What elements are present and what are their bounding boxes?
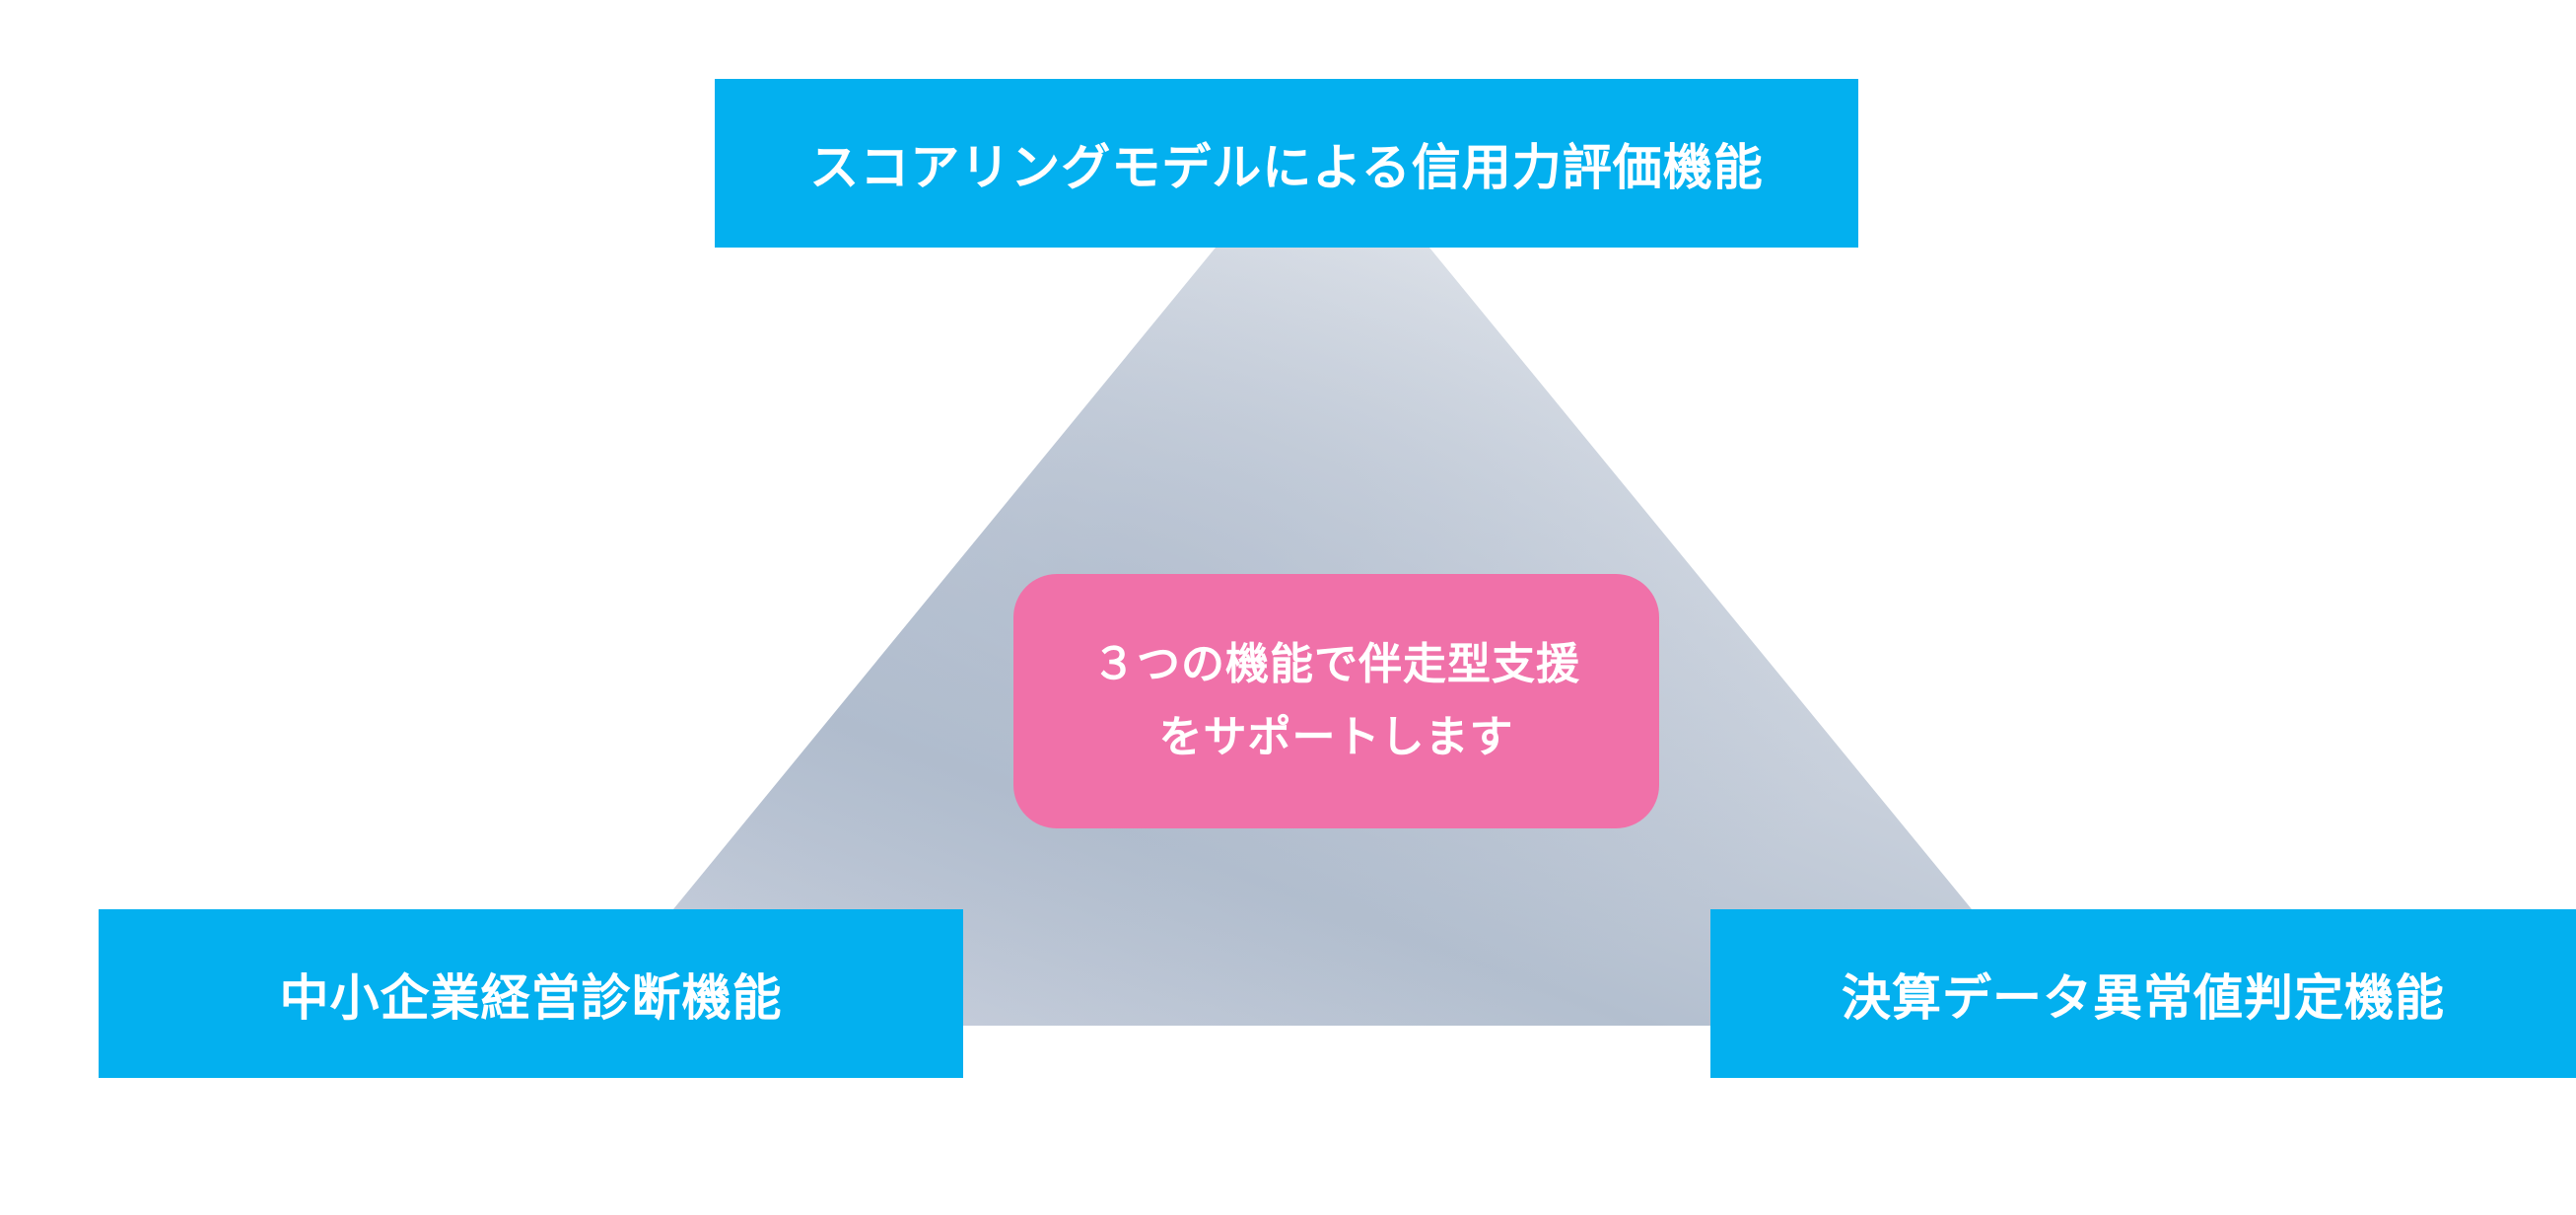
center-summary-line-1: ３つの機能で伴走型支援 (1092, 639, 1580, 689)
credit-scoring-feature-label: スコアリングモデルによる信用力評価機能 (809, 138, 1764, 196)
center-summary-line-2: をサポートします (1158, 712, 1514, 762)
business-diagnosis-feature-box: 中小企業経営診断機能 (99, 909, 963, 1078)
credit-scoring-feature-box: スコアリングモデルによる信用力評価機能 (715, 79, 1858, 248)
business-diagnosis-feature-label: 中小企業経営診断機能 (279, 968, 783, 1027)
anomaly-detection-feature-box: 決算データ異常値判定機能 (1710, 909, 2576, 1078)
anomaly-detection-feature-label: 決算データ異常値判定機能 (1842, 968, 2445, 1027)
center-summary-box: ３つの機能で伴走型支援 をサポートします (1013, 574, 1659, 828)
